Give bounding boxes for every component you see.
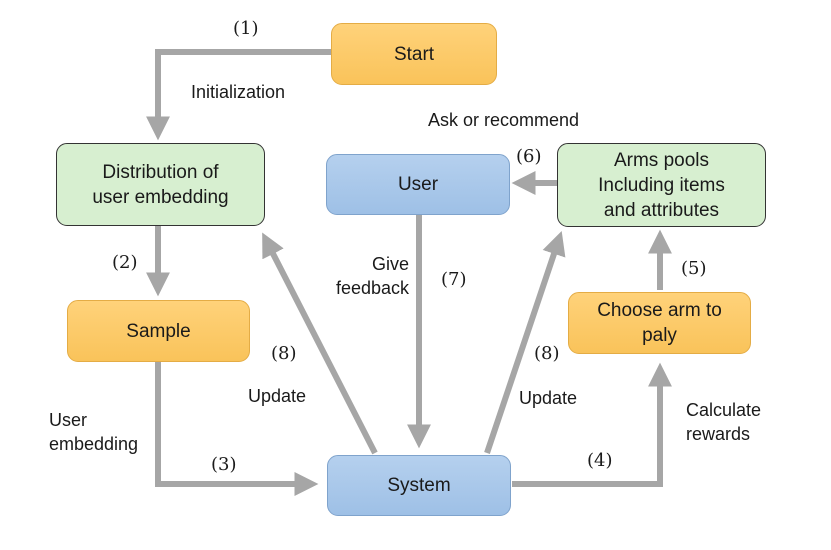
give-feedback-label: Give feedback (336, 254, 410, 298)
system-node: System (327, 455, 511, 516)
step-7-number: (7) (441, 269, 467, 290)
user-node: User (326, 154, 510, 215)
start-node: Start (331, 23, 497, 85)
arms-pool-node: Arms pools Including items and attribute… (557, 143, 766, 227)
step-8-left-number: (8) (271, 343, 297, 364)
step-6-number: (6) (516, 146, 542, 167)
step-2-number: (2) (112, 252, 138, 273)
arrow-system-to-arms (484, 231, 566, 454)
step-5-number: (5) (681, 258, 707, 279)
arrow-system-to-distribution (262, 232, 378, 455)
step-3-number: (3) (211, 454, 237, 475)
update-right-label: Update (519, 388, 578, 408)
arrow-sample-to-system (155, 362, 319, 496)
sample-node: Sample (67, 300, 250, 362)
update-left-label: Update (248, 386, 307, 406)
initialization-label: Initialization (191, 82, 286, 102)
step-8-right-number: (8) (534, 343, 560, 364)
distribution-node: Distribution of user embedding (56, 143, 265, 226)
user-embedding-label: User embedding (49, 410, 139, 454)
step-1-number: (1) (233, 18, 259, 39)
arrow-start-to-distribution (146, 49, 333, 141)
arrow-system-to-choose-arm (512, 362, 672, 487)
step-4-number: (4) (587, 450, 613, 471)
choose-arm-node: Choose arm to paly (568, 292, 751, 354)
ask-or-recommend-label: Ask or recommend (428, 110, 580, 130)
calculate-rewards-label: Calculate rewards (686, 400, 762, 444)
